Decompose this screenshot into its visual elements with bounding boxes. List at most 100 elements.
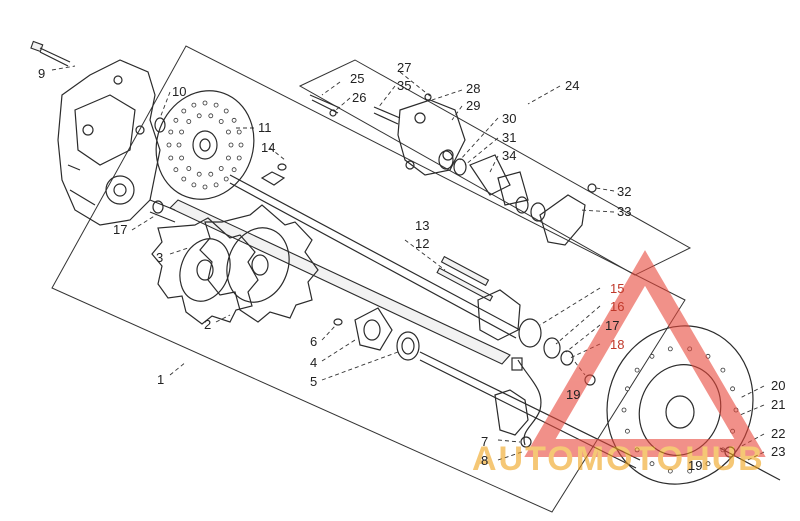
bearing-5-inner: [401, 337, 415, 355]
vent-hole: [181, 108, 187, 114]
vent-hole: [179, 129, 185, 135]
vent-hole: [179, 155, 185, 161]
vent-hole: [176, 142, 182, 148]
vent-hole: [687, 468, 693, 474]
vent-hole: [218, 166, 224, 171]
callout-7: 7: [481, 434, 488, 449]
callout-34: 34: [502, 148, 516, 163]
vent-hole: [186, 166, 192, 171]
vent-hole: [667, 468, 673, 474]
shaft-12-13: [229, 174, 521, 339]
callout-8: 8: [481, 453, 488, 468]
callout-15: 15: [610, 281, 624, 296]
vent-hole: [720, 367, 726, 373]
vent-hole: [649, 461, 655, 467]
speed-sensor-7: [494, 357, 542, 448]
drive-shaft-assembly: [149, 199, 511, 365]
callout-19-upper: 19: [566, 387, 580, 402]
callout-18: 18: [610, 337, 624, 352]
vent-hole: [223, 108, 229, 114]
vent-hole: [181, 176, 187, 182]
key-14: [260, 163, 287, 186]
pin-6: [333, 318, 343, 326]
vent-hole: [236, 155, 242, 161]
callout-27: 27: [397, 60, 411, 75]
callout-4: 4: [310, 355, 317, 370]
bearing-5: [396, 331, 420, 361]
seal-16: [543, 337, 561, 359]
vent-hole: [173, 117, 179, 123]
callout-5: 5: [310, 374, 317, 389]
callout-19-lower: 19: [688, 458, 702, 473]
vent-hole: [191, 102, 197, 108]
vent-hole: [208, 171, 214, 177]
vent-hole: [168, 129, 174, 135]
vent-hole: [223, 176, 229, 182]
vent-hole: [621, 407, 627, 413]
callout-33: 33: [617, 204, 631, 219]
vent-hole: [236, 129, 242, 135]
vent-hole: [191, 182, 197, 188]
bolt-9: [30, 40, 71, 67]
callout-30: 30: [502, 111, 516, 126]
callout-2: 2: [204, 317, 211, 332]
callout-3: 3: [156, 250, 163, 265]
callout-31: 31: [502, 130, 516, 145]
vent-hole: [218, 119, 224, 124]
vent-hole: [238, 142, 244, 148]
callout-labels: 1 2 3 4 5 6 7 8 9 10 11 12 13 14 15 16 1…: [38, 60, 785, 473]
vent-hole: [625, 428, 630, 434]
callout-25: 25: [350, 71, 364, 86]
vent-hole: [228, 142, 234, 148]
vent-hole: [705, 461, 711, 467]
bearing-flange-4: [354, 307, 393, 351]
vent-hole: [196, 113, 202, 119]
callout-23: 23: [771, 444, 785, 459]
vent-hole: [186, 119, 192, 124]
vent-hole: [168, 155, 174, 161]
callout-29: 29: [466, 98, 480, 113]
vent-hole: [649, 353, 655, 359]
washer-10: [154, 117, 166, 133]
callout-13: 13: [415, 218, 429, 233]
vent-hole: [208, 113, 214, 119]
nut-18: [560, 350, 574, 366]
vent-hole: [225, 129, 231, 135]
callout-12: 12: [415, 236, 429, 251]
bearing-15: [518, 318, 542, 348]
vent-hole: [213, 182, 219, 188]
callout-14: 14: [261, 140, 275, 155]
vent-hole: [202, 184, 208, 190]
callout-17-left: 17: [113, 222, 127, 237]
ring-17: [152, 200, 164, 214]
callout-32: 32: [617, 184, 631, 199]
callout-1: 1: [157, 372, 164, 387]
caliper-assembly: [309, 93, 597, 246]
brake-disc-11: [155, 90, 255, 200]
callout-16: 16: [610, 299, 624, 314]
vent-hole: [231, 167, 237, 173]
callout-20: 20: [771, 378, 785, 393]
watermark-text: AUTOMOTOHUB: [472, 440, 765, 478]
vent-hole: [225, 155, 231, 161]
callout-11: 11: [258, 120, 272, 135]
vent-hole: [667, 346, 673, 352]
gear-case-housing: [57, 59, 161, 226]
vent-hole: [196, 171, 202, 177]
callout-26: 26: [352, 90, 366, 105]
vent-hole: [634, 367, 640, 373]
callout-9: 9: [38, 66, 45, 81]
vent-hole: [231, 117, 237, 123]
callout-17-right: 17: [605, 318, 619, 333]
bearing-plate: [477, 289, 521, 341]
vent-hole: [730, 386, 735, 392]
callout-35: 35: [397, 78, 411, 93]
callout-24: 24: [565, 78, 579, 93]
callout-22: 22: [771, 426, 785, 441]
callout-6: 6: [310, 334, 317, 349]
vent-hole: [166, 142, 172, 148]
callout-10: 10: [172, 84, 186, 99]
assembly-frame-24: [298, 59, 692, 276]
callout-21: 21: [771, 397, 785, 412]
